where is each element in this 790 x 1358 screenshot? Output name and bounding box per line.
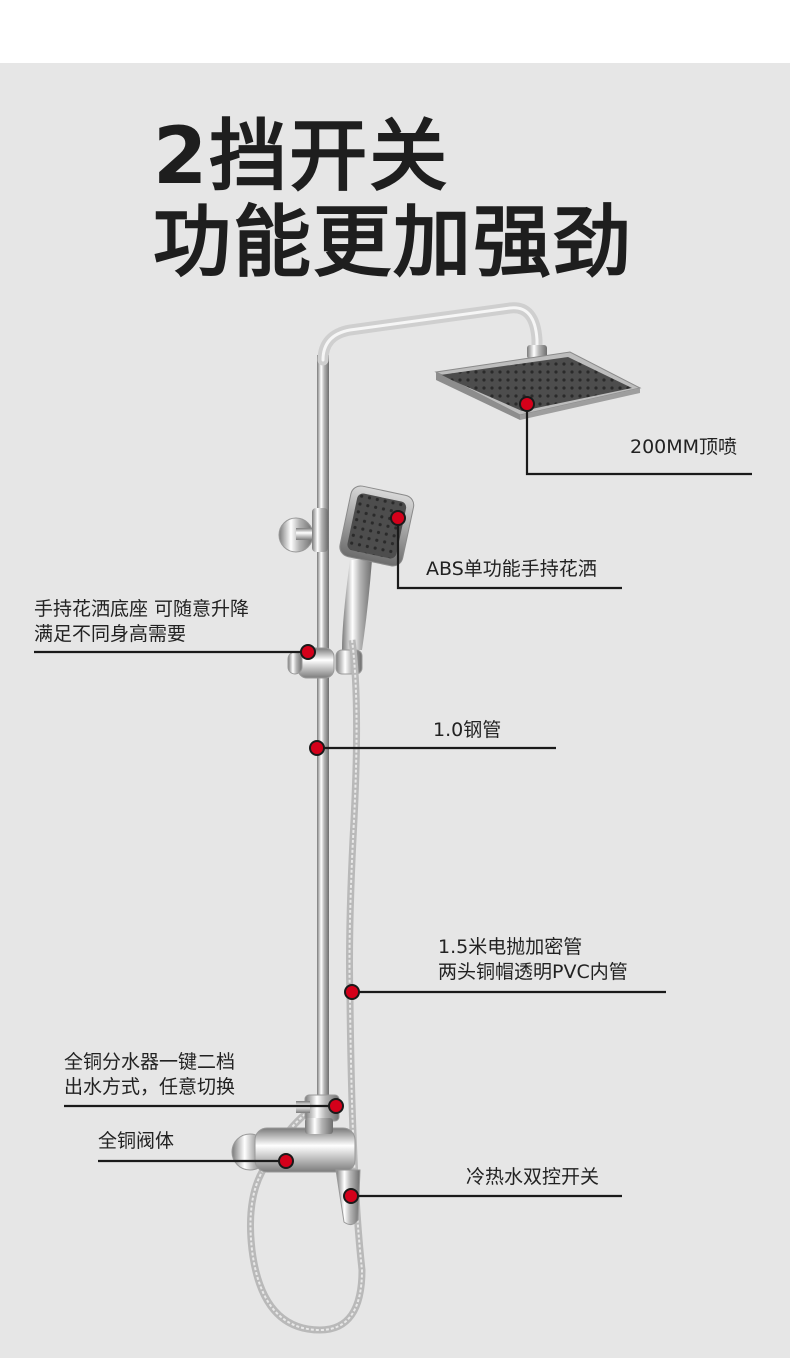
- label-diverter-line-1: 全铜分水器一键二档: [64, 1051, 236, 1073]
- diverter-dot: [328, 1098, 344, 1114]
- holder-dot: [300, 644, 316, 660]
- product-background: [0, 63, 790, 1358]
- label-holder-line-2: 满足不同身高需要: [34, 623, 187, 645]
- switch-dot: [343, 1188, 359, 1204]
- hand-shower: [339, 485, 415, 650]
- leader-lines: [34, 404, 752, 1198]
- headline-line-1: 2挡开关: [153, 112, 450, 202]
- wall-bracket: [278, 508, 328, 553]
- label-hand-shower: ABS单功能手持花洒: [426, 558, 597, 580]
- label-top-shower: 200MM顶喷: [630, 436, 738, 458]
- valve-body-dot: [278, 1153, 294, 1169]
- label-hose-line-2: 两头铜帽透明PVC内管: [438, 961, 628, 983]
- shower-arm: [317, 302, 543, 366]
- label-hose-line-1: 1.5米电抛加密管: [438, 936, 583, 958]
- label-holder-line-1: 手持花洒底座 可随意升降: [34, 598, 250, 620]
- pipe-dot: [309, 740, 325, 756]
- callout-dots: [278, 396, 535, 1204]
- label-pipe: 1.0钢管: [433, 719, 502, 741]
- hose-dot: [344, 984, 360, 1000]
- label-valve-body: 全铜阀体: [98, 1130, 175, 1152]
- top-shower-dot: [519, 396, 535, 412]
- headline-line-2: 功能更加强劲: [153, 198, 634, 288]
- label-switch: 冷热水双控开关: [466, 1166, 600, 1188]
- hand-shower-dot: [390, 510, 406, 526]
- label-diverter-line-2: 出水方式，任意切换: [64, 1076, 236, 1098]
- shower-hose: [246, 639, 366, 1334]
- main-pipe: [317, 355, 329, 1115]
- top-shower-head: [434, 351, 642, 420]
